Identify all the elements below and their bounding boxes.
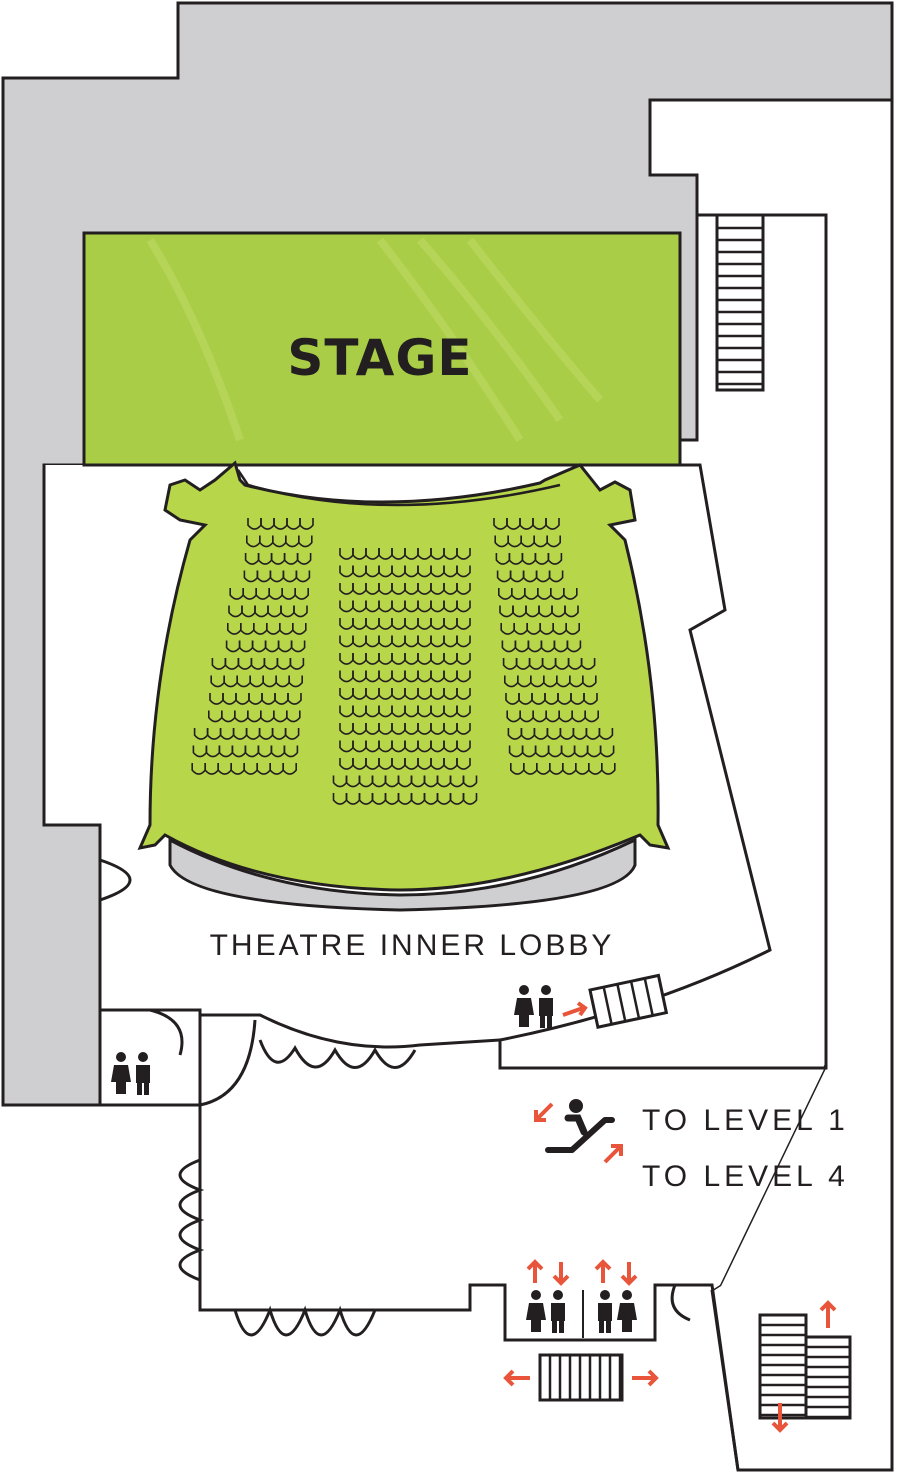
seat[interactable]: [566, 640, 582, 653]
seat[interactable]: [462, 775, 478, 788]
seat[interactable]: [456, 670, 471, 683]
escalator-icon[interactable]: [534, 1099, 623, 1164]
restroom-icon: [526, 1290, 565, 1333]
seat[interactable]: [548, 570, 564, 583]
seat[interactable]: [456, 548, 471, 560]
restroom-icon: [111, 1052, 150, 1095]
seat[interactable]: [546, 535, 561, 548]
seat[interactable]: [599, 745, 615, 758]
seat[interactable]: [456, 565, 471, 578]
seat[interactable]: [225, 640, 241, 653]
seat[interactable]: [565, 623, 580, 635]
stage-area: [82, 231, 682, 467]
stairs-icon: [715, 213, 765, 392]
lobby-wall-left: [42, 465, 740, 1471]
seat[interactable]: [583, 693, 598, 705]
seat[interactable]: [209, 693, 224, 705]
seat[interactable]: [456, 740, 471, 753]
seat[interactable]: [247, 518, 262, 530]
arrow-icon: [771, 1300, 837, 1433]
seat[interactable]: [545, 518, 560, 530]
stage-label: STAGE: [287, 329, 472, 387]
to-level-1-label[interactable]: TO LEVEL 1: [642, 1104, 849, 1137]
seat[interactable]: [227, 623, 242, 635]
arrow-icon: [562, 1001, 588, 1017]
restroom-icon: [598, 1290, 637, 1333]
seat[interactable]: [456, 688, 471, 700]
seat[interactable]: [193, 728, 209, 740]
seat[interactable]: [456, 618, 471, 630]
stage-texture: [146, 237, 604, 443]
seat[interactable]: [601, 763, 616, 775]
rear-booth: [168, 837, 637, 912]
seat[interactable]: [580, 658, 596, 670]
lobby-label: THEATRE INNER LOBBY: [210, 929, 615, 962]
restroom-icon: [514, 985, 553, 1028]
seat[interactable]: [208, 710, 223, 723]
seat[interactable]: [246, 535, 261, 548]
seat[interactable]: [456, 758, 471, 770]
arrow-icon: [503, 1369, 659, 1387]
seat[interactable]: [210, 675, 225, 688]
seat[interactable]: [584, 710, 599, 723]
seat[interactable]: [563, 588, 578, 600]
seat[interactable]: [243, 570, 259, 583]
seating-area[interactable]: [137, 460, 671, 892]
seat[interactable]: [229, 588, 244, 600]
seat[interactable]: [582, 675, 597, 688]
seat[interactable]: [191, 763, 206, 775]
stairs-icon: [538, 1353, 624, 1402]
seat[interactable]: [547, 553, 563, 565]
to-level-4-label[interactable]: TO LEVEL 4: [642, 1160, 849, 1193]
stairs-icon: [588, 973, 669, 1029]
arrow-icon: [526, 1259, 638, 1286]
seat[interactable]: [456, 635, 471, 648]
door-arcs: [99, 858, 691, 1337]
restroom-room-wall: [100, 1008, 202, 1105]
seat[interactable]: [456, 600, 471, 613]
seat[interactable]: [564, 605, 579, 618]
seat[interactable]: [456, 705, 471, 718]
seat[interactable]: [456, 723, 471, 735]
seating-front-edge: [236, 469, 561, 507]
seat[interactable]: [228, 605, 243, 618]
lobby-lower-wall: [200, 1013, 501, 1049]
seat[interactable]: [456, 653, 471, 665]
seat[interactable]: [192, 745, 208, 758]
seat[interactable]: [462, 793, 478, 805]
seat[interactable]: [598, 728, 614, 740]
seat[interactable]: [211, 658, 227, 670]
seat[interactable]: [456, 583, 471, 595]
stairs-icon: [758, 1313, 852, 1420]
seat-grid: [191, 518, 616, 805]
seat[interactable]: [244, 553, 260, 565]
